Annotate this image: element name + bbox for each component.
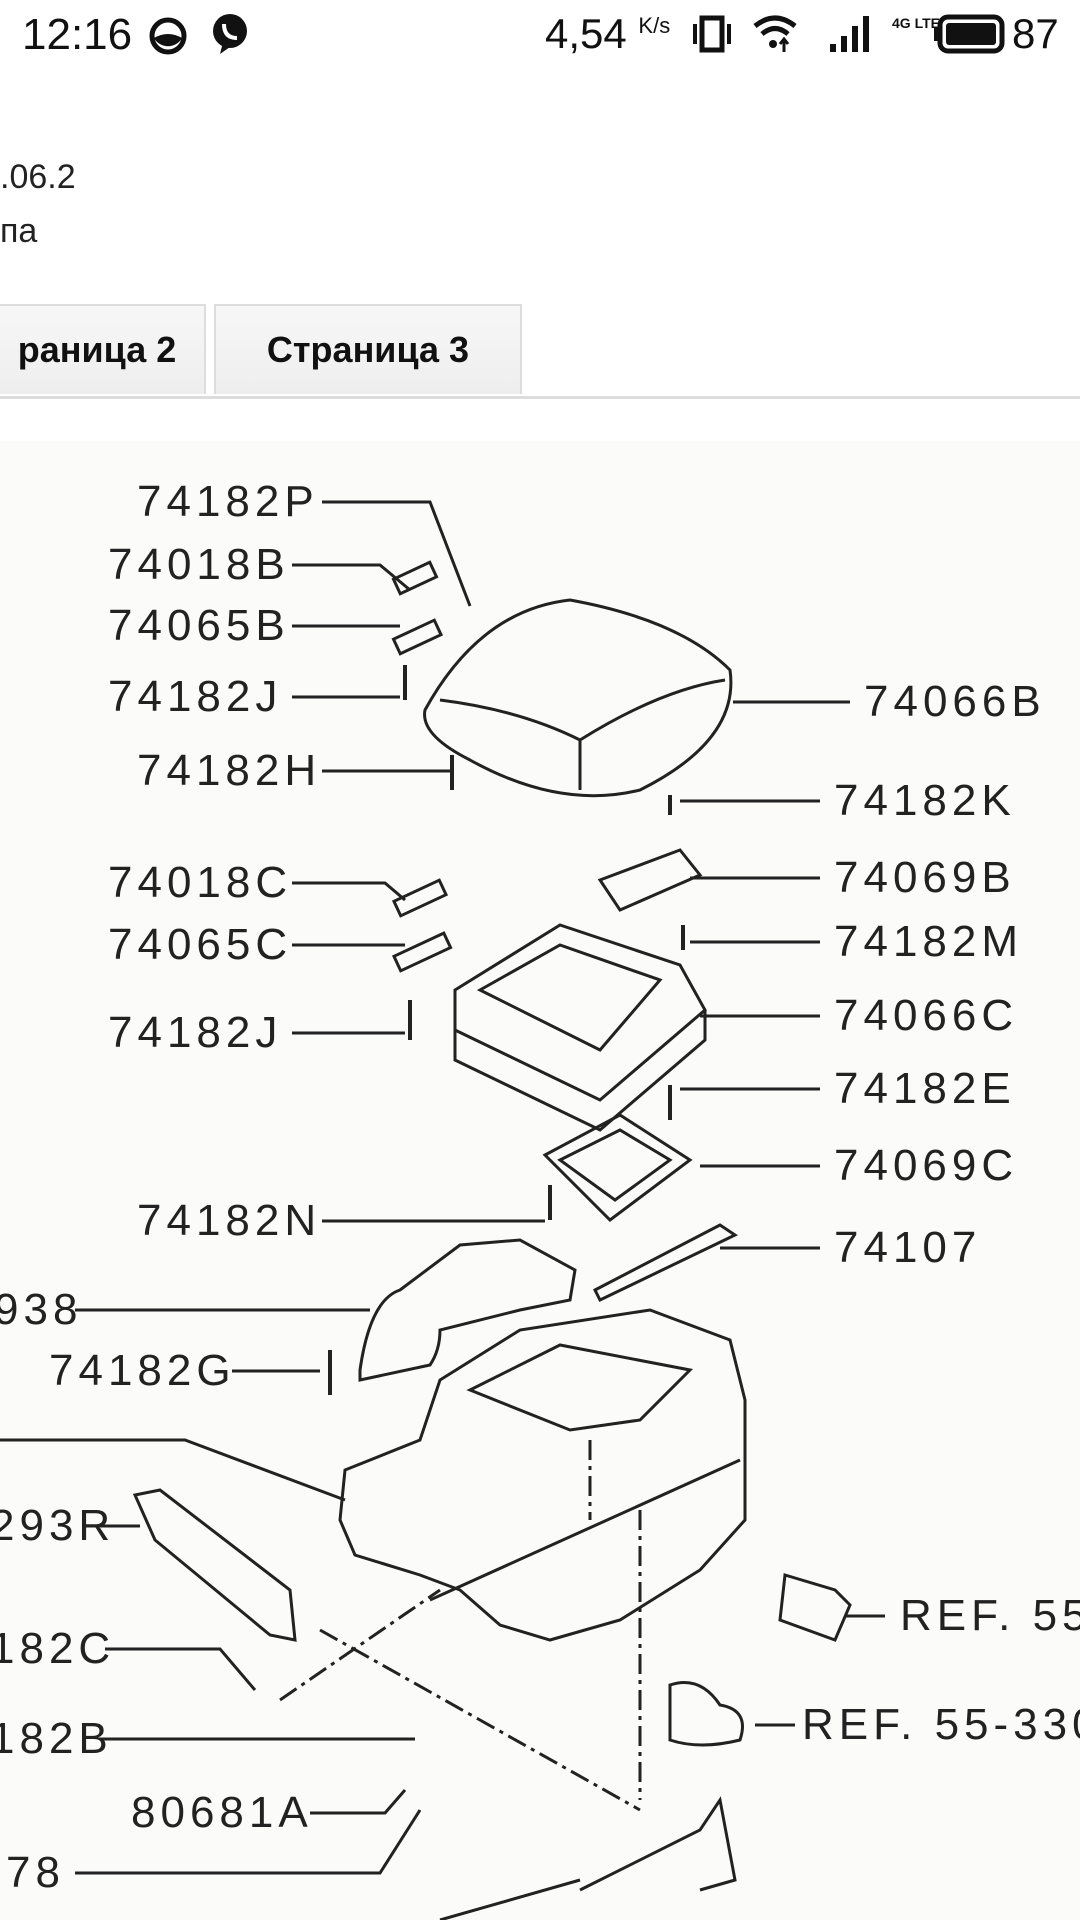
part-label: REF. 55-: [900, 1591, 1080, 1640]
part-label: REF. 55-330: [802, 1700, 1080, 1749]
part-label: 74182H: [137, 746, 322, 795]
page-text-line: .06.2: [0, 158, 76, 196]
part-label: 74182J: [108, 1008, 283, 1057]
clock: 12:16: [22, 10, 133, 59]
speed-unit: K/s: [638, 13, 671, 38]
vibrate-icon: [693, 15, 731, 53]
viber-icon: [213, 14, 247, 54]
page-tabs: раница 2 Страница 3: [0, 304, 1080, 399]
part-label: 74182E: [834, 1064, 1016, 1113]
part-label: 938: [0, 1285, 83, 1334]
part-label: 80681A: [131, 1788, 313, 1837]
battery-icon: [934, 14, 1005, 54]
part-label: 74182K: [834, 776, 1016, 825]
part-label: 182C: [0, 1624, 116, 1673]
network-type: 4G LTE: [892, 15, 940, 31]
part-label: 74066B: [864, 677, 1046, 726]
part-label: 74065B: [108, 601, 290, 650]
part-label: 74018B: [108, 540, 290, 589]
app-notification-icon: [149, 17, 187, 55]
part-label: 74182M: [834, 917, 1024, 966]
wifi-icon: [753, 15, 797, 52]
page-text-line: па: [0, 212, 38, 250]
parts-drawing: [0, 500, 885, 1920]
tab-page-3[interactable]: Страница 3: [214, 304, 522, 394]
part-label: 78: [6, 1848, 65, 1897]
part-label: 74182P: [137, 477, 319, 526]
part-label: 74018C: [108, 858, 293, 907]
part-label: 74069B: [834, 853, 1016, 902]
part-label: 182B: [0, 1714, 113, 1763]
network-speed: 4,54 K/s: [545, 10, 670, 58]
part-label: 74182N: [137, 1196, 322, 1245]
signal-icon: [830, 16, 869, 52]
part-label: 74107: [834, 1223, 982, 1272]
parts-diagram: 74182P 74018B 74065B 74182J 74182H 74066…: [0, 441, 1080, 1920]
speed-value: 4,54: [545, 10, 627, 57]
part-label: 74066C: [834, 991, 1019, 1040]
tab-page-2[interactable]: раница 2: [0, 304, 206, 394]
part-label: 293R: [0, 1501, 116, 1550]
part-label: 74069C: [834, 1141, 1019, 1190]
part-label: 74065C: [108, 920, 293, 969]
battery-level: 87: [1012, 10, 1059, 57]
part-label: 74182G: [49, 1346, 236, 1395]
status-bar: 12:16 4,54 K/s 4G LTE 87: [0, 0, 1080, 70]
part-label: 74182J: [108, 672, 283, 721]
